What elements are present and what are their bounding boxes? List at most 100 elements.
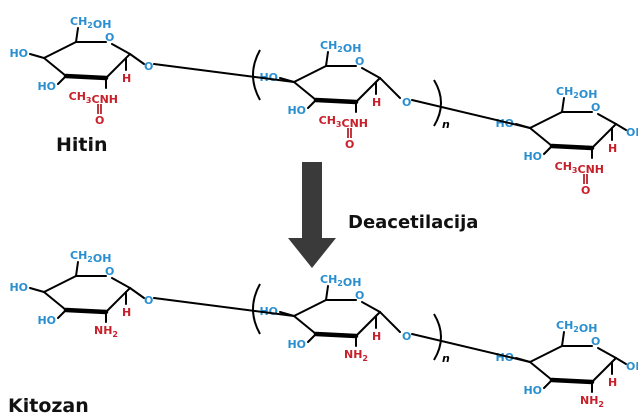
hydroxyl-group: HO	[9, 47, 28, 60]
chitin-label: Hitin	[56, 134, 108, 156]
acetamide-group: CH3CNH	[555, 160, 604, 176]
glycosidic-oxygen: O	[402, 96, 411, 109]
hydroxyl-group: HO	[259, 305, 278, 318]
ring-front-bond	[549, 143, 595, 151]
deacetylation-label: Deacetilacija	[348, 212, 478, 233]
substituent-bond	[29, 53, 45, 59]
down-arrow-icon	[288, 162, 336, 268]
amine-group: NH2	[94, 324, 118, 339]
repeat-bracket-left	[252, 49, 261, 101]
chitosan-structure: OCH2OHHOHOHNH2OCH2OHHOHOHNH2OCH2OHHOHOHN…	[9, 249, 638, 409]
ring-front-bond	[313, 331, 359, 339]
substituent-bond	[57, 309, 67, 319]
glycosidic-bond	[379, 311, 401, 333]
hydrogen-atom: H	[122, 306, 131, 319]
ring-front-bond	[313, 97, 359, 105]
glycosidic-oxygen: O	[144, 60, 153, 73]
substituent-bond	[543, 145, 553, 155]
ring-bond	[361, 301, 381, 313]
hydrogen-atom: H	[608, 376, 617, 389]
ring-bond	[293, 65, 327, 83]
ring-oxygen: O	[355, 55, 364, 68]
hydroxyl-group: HO	[287, 338, 306, 351]
hydroxyl-group: HO	[259, 71, 278, 84]
substituent-bond	[75, 261, 79, 277]
substituent-bond	[325, 285, 329, 301]
sugar-ring: OCH2OHHOHOHCH3CNHOOH	[495, 85, 638, 197]
ring-bond	[529, 127, 553, 147]
ring-bond	[111, 277, 131, 289]
ring-bond	[43, 275, 77, 293]
glycosidic-oxygen: O	[402, 330, 411, 343]
ring-bond	[529, 111, 563, 129]
glycosidic-bond	[153, 63, 295, 83]
glycosidic-bond	[411, 99, 531, 129]
hydroxyl-group: HO	[9, 281, 28, 294]
ring-bond	[293, 81, 317, 101]
ch2oh-group: CH2OH	[556, 319, 597, 335]
ring-bond	[43, 41, 77, 59]
ring-bond	[361, 67, 381, 79]
substituent-bond	[561, 331, 565, 347]
ch2oh-group: CH2OH	[320, 273, 361, 289]
repeat-count: n	[442, 118, 450, 131]
repeat-bracket-right	[433, 313, 442, 361]
glycosidic-bond	[129, 53, 145, 65]
ring-bond	[293, 315, 317, 335]
repeat-bracket-left	[252, 283, 261, 335]
ring-oxygen: O	[591, 101, 600, 114]
ch2oh-group: CH2OH	[556, 85, 597, 101]
amine-group: NH2	[580, 394, 604, 409]
glycosidic-bond	[379, 77, 401, 99]
amine-group: NH2	[344, 348, 368, 363]
ring-oxygen: O	[355, 289, 364, 302]
hydroxyl-group: HO	[37, 80, 56, 93]
glycosidic-bond	[411, 333, 531, 363]
ring-oxygen: O	[105, 31, 114, 44]
glycosidic-bond	[153, 297, 295, 317]
hydroxyl-group: HO	[287, 104, 306, 117]
acetamide-group: CH3CNH	[69, 90, 118, 106]
ring-bond	[529, 345, 563, 363]
ring-bond	[597, 113, 617, 125]
ring-front-bond	[63, 307, 109, 315]
ch2oh-group: CH2OH	[320, 39, 361, 55]
ring-bond	[597, 347, 617, 359]
substituent-bond	[57, 75, 67, 85]
repeat-bracket-right	[433, 79, 442, 127]
carbonyl-oxygen: O	[95, 114, 104, 127]
hydroxyl-group: HO	[37, 314, 56, 327]
ch2oh-group: CH2OH	[70, 15, 111, 31]
chitin-structure: OCH2OHHOHOHCH3CNHOOCH2OHHOHOHCH3CNHOOCH2…	[9, 15, 638, 197]
hydrogen-atom: H	[372, 96, 381, 109]
chitosan-label: Kitozan	[8, 395, 89, 417]
hydroxyl-group: HO	[523, 384, 542, 397]
ring-bond	[111, 43, 131, 55]
substituent-bond	[561, 97, 565, 113]
glycosidic-bond	[129, 287, 145, 299]
hydrogen-atom: H	[608, 142, 617, 155]
hydroxyl-group: OH	[626, 126, 638, 139]
substituent-bond	[615, 357, 627, 365]
glycosidic-oxygen: O	[144, 294, 153, 307]
substituent-bond	[615, 123, 627, 131]
substituent-bond	[307, 333, 317, 343]
hydrogen-atom: H	[122, 72, 131, 85]
ring-front-bond	[63, 73, 109, 81]
hydrogen-atom: H	[372, 330, 381, 343]
substituent-bond	[75, 27, 79, 43]
ring-oxygen: O	[105, 265, 114, 278]
substituent-bond	[29, 287, 45, 293]
hydroxyl-group: OH	[626, 360, 638, 373]
ring-bond	[43, 291, 67, 311]
ring-oxygen: O	[591, 335, 600, 348]
substituent-bond	[307, 99, 317, 109]
carbonyl-oxygen: O	[581, 184, 590, 197]
substituent-bond	[325, 51, 329, 67]
ring-front-bond	[549, 377, 595, 385]
